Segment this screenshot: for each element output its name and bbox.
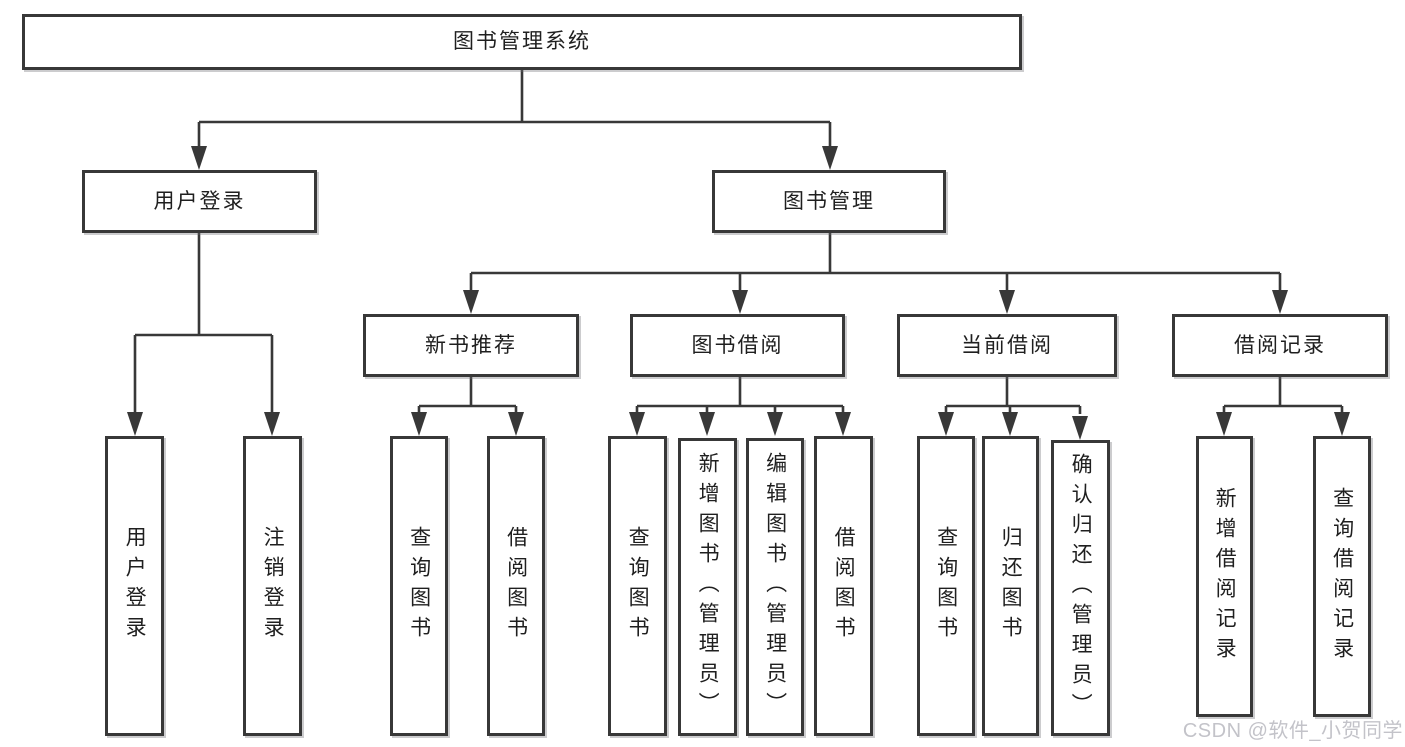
leaf-query-books-recommend: 查询图书 [390, 436, 448, 736]
csdn-watermark: CSDN @软件_小贺同学 [1182, 720, 1403, 742]
node-current-borrowing-label: 当前借阅 [961, 333, 1053, 357]
leaf-query-borrow-record: 查询借阅记录 [1313, 436, 1371, 717]
leaf-add-borrow-record: 新增借阅记录 [1196, 436, 1253, 717]
leaf-borrow-books-recommend: 借阅图书 [487, 436, 545, 736]
leaf-edit-book-admin: 编辑图书（管理员） [746, 438, 804, 736]
leaf-query-borrow-record-label: 查询借阅记录 [1330, 486, 1354, 667]
node-current-borrowing: 当前借阅 [897, 314, 1117, 377]
leaf-logout-label: 注销登录 [261, 526, 285, 646]
node-user-login: 用户登录 [82, 170, 317, 233]
node-new-book-recommend-label: 新书推荐 [425, 333, 517, 357]
leaf-query-books-recommend-label: 查询图书 [407, 526, 431, 646]
leaf-borrow-books-label: 借阅图书 [832, 526, 856, 646]
node-borrowing-records-label: 借阅记录 [1234, 333, 1326, 357]
leaf-user-login: 用户登录 [105, 436, 164, 736]
leaf-query-books-current: 查询图书 [917, 436, 975, 736]
leaf-confirm-return-admin-label: 确认归还（管理员） [1069, 453, 1093, 723]
node-book-management: 图书管理 [712, 170, 946, 233]
leaf-return-book: 归还图书 [982, 436, 1039, 736]
node-book-borrowing: 图书借阅 [630, 314, 845, 377]
leaf-add-borrow-record-label: 新增借阅记录 [1213, 486, 1237, 667]
leaf-logout: 注销登录 [243, 436, 302, 736]
leaf-query-books-current-label: 查询图书 [934, 526, 958, 646]
arrowheads [127, 146, 1350, 440]
leaf-return-book-label: 归还图书 [999, 526, 1023, 646]
node-root-system: 图书管理系统 [22, 14, 1022, 70]
leaf-add-book-admin: 新增图书（管理员） [678, 438, 737, 736]
connector-path [133, 70, 1344, 414]
node-book-borrowing-label: 图书借阅 [691, 333, 784, 357]
leaf-edit-book-admin-label: 编辑图书（管理员） [763, 452, 787, 722]
leaf-add-book-admin-label: 新增图书（管理员） [696, 452, 720, 722]
leaf-user-login-label: 用户登录 [123, 526, 147, 646]
node-new-book-recommend: 新书推荐 [363, 314, 579, 377]
leaf-borrow-books-recommend-label: 借阅图书 [504, 526, 528, 646]
leaf-query-books-borrow-label: 查询图书 [626, 526, 650, 646]
node-user-login-label: 用户登录 [153, 189, 246, 213]
leaf-borrow-books: 借阅图书 [814, 436, 873, 736]
node-borrowing-records: 借阅记录 [1172, 314, 1388, 377]
leaf-query-books-borrow: 查询图书 [608, 436, 667, 736]
leaf-confirm-return-admin: 确认归还（管理员） [1051, 440, 1110, 736]
node-book-management-label: 图书管理 [783, 189, 875, 213]
node-root-label: 图书管理系统 [453, 30, 591, 54]
